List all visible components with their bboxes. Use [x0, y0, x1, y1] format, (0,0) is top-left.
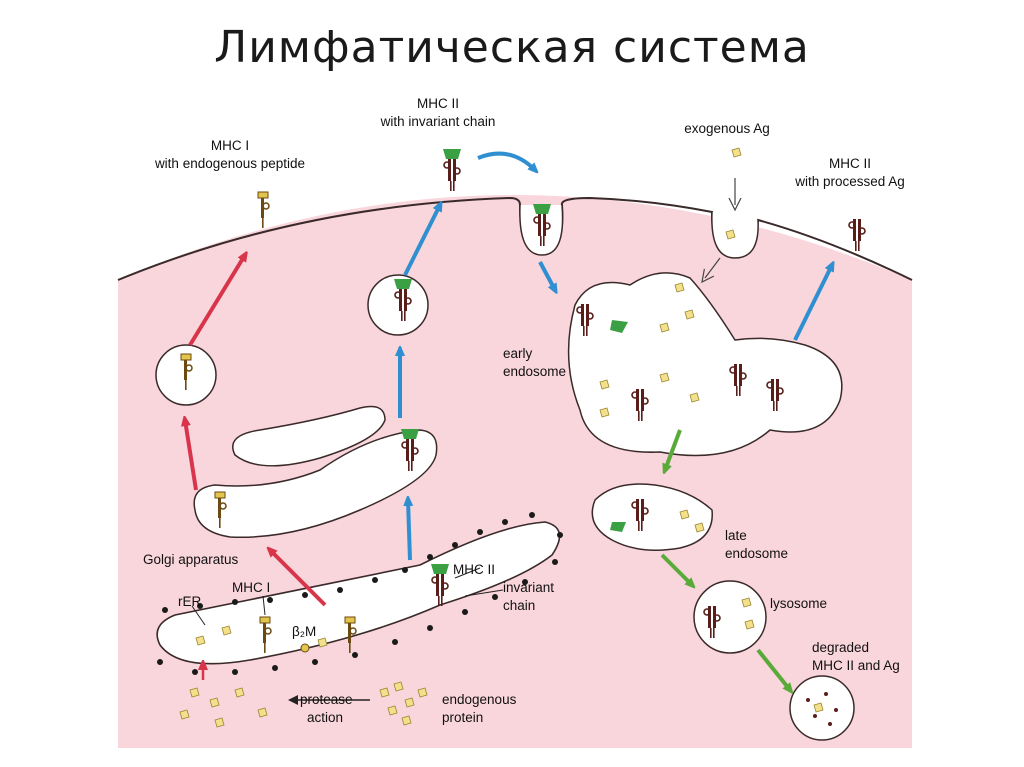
- label-exogenous-ag: exogenous Ag: [684, 121, 770, 136]
- label-protease-2: action: [307, 710, 343, 725]
- label-invariant-1: invariant: [503, 580, 554, 595]
- label-b2m: β₂M: [292, 624, 316, 639]
- label-degraded-1: degraded: [812, 640, 869, 655]
- surface-mhc1: [257, 191, 270, 229]
- label-golgi: Golgi apparatus: [143, 552, 239, 567]
- golgi-cisterna-inner: [193, 429, 438, 539]
- label-invariant-2: chain: [503, 598, 535, 613]
- endocytic-pit-exogenous: [711, 211, 759, 259]
- label-early-endosome-2: endosome: [503, 364, 566, 379]
- label-late-endosome-2: endosome: [725, 546, 788, 561]
- surface-mhc2-invariant: [443, 149, 461, 192]
- label-lysosome: lysosome: [770, 596, 827, 611]
- surface-mhc2-processed: [848, 218, 866, 252]
- golgi-cisterna-outer: [232, 405, 386, 467]
- label-protease-1: protease: [300, 692, 353, 707]
- label-degraded-2: MHC II and Ag: [812, 658, 900, 673]
- late-endosome: [591, 483, 713, 551]
- open-arrow-to-endosome: [705, 257, 721, 278]
- label-mhc2: MHC II: [453, 562, 495, 577]
- label-rer: rER: [178, 594, 202, 609]
- label-early-endosome-1: early: [503, 346, 533, 361]
- label-endogenous-2: protein: [442, 710, 483, 725]
- lysosome: [693, 580, 767, 654]
- label-mhc2-invariant-2: with invariant chain: [380, 114, 496, 129]
- vesicle-mhc2: [367, 274, 429, 336]
- label-mhc2-invariant-1: MHC II: [417, 96, 459, 111]
- green-arrows: [660, 429, 790, 690]
- cytoplasm: [118, 195, 912, 748]
- label-mhc2-processed-2: with processed Ag: [794, 174, 905, 189]
- label-mhc1-endogenous-2: with endogenous peptide: [154, 156, 305, 171]
- label-mhc2-processed-1: MHC II: [829, 156, 871, 171]
- b2m-icon: [300, 643, 310, 653]
- slide-title: Лимфатическая система: [214, 22, 810, 73]
- label-endogenous-1: endogenous: [442, 692, 517, 707]
- label-mhc1: MHC I: [232, 580, 270, 595]
- ribosomes: [157, 512, 563, 675]
- endocytic-pit-mhc2: [519, 204, 564, 256]
- label-late-endosome-1: late: [725, 528, 747, 543]
- blue-arrows: [400, 151, 832, 561]
- label-mhc1-endogenous-1: MHC I: [211, 138, 249, 153]
- red-arrows: [185, 255, 327, 607]
- exogenous-antigen-free: [731, 147, 742, 158]
